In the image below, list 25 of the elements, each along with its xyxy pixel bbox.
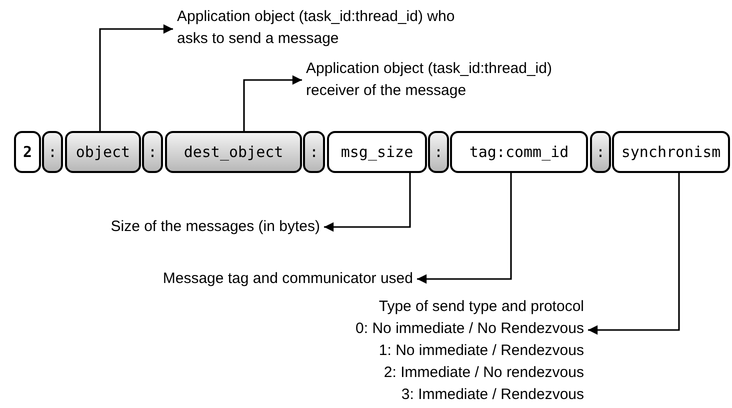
annotation-text: Application object (task_id:thread_id) receiver of the message [306,58,606,102]
record-field: object [65,131,141,173]
leader-arrow [417,173,512,284]
annotation-text: Size of the messages (in bytes) [20,216,320,238]
annotation-text: 2: Immediate / No rendezvous [382,363,584,383]
colon-separator: : [590,131,611,173]
colon-separator: : [303,131,325,173]
colon-separator: : [142,131,163,173]
record-field: synchronism [612,131,730,173]
leader-arrow [588,173,680,335]
colon-separator: : [42,131,63,173]
annotation-text: 0: No immediate / No Rendezvous [354,319,584,339]
record-field: dest_object [165,131,302,173]
leader-arrow [99,24,173,131]
record-type-field: 2 [14,131,41,173]
annotation-text: Application object (task_id:thread_id) who asks to send a message [177,6,457,50]
record-field: tag:comm_id [450,131,588,173]
annotation-text: 3: Immediate / Rendezvous [400,385,584,405]
leader-arrow [324,173,411,232]
annotation-text: Type of send type and protocol [378,297,584,317]
record-field: msg_size [327,131,427,173]
colon-separator: : [428,131,449,173]
annotation-text: 1: No immediate / Rendezvous [378,341,584,361]
leader-arrow [243,75,302,131]
annotation-text: Message tag and communicator used [100,268,413,290]
